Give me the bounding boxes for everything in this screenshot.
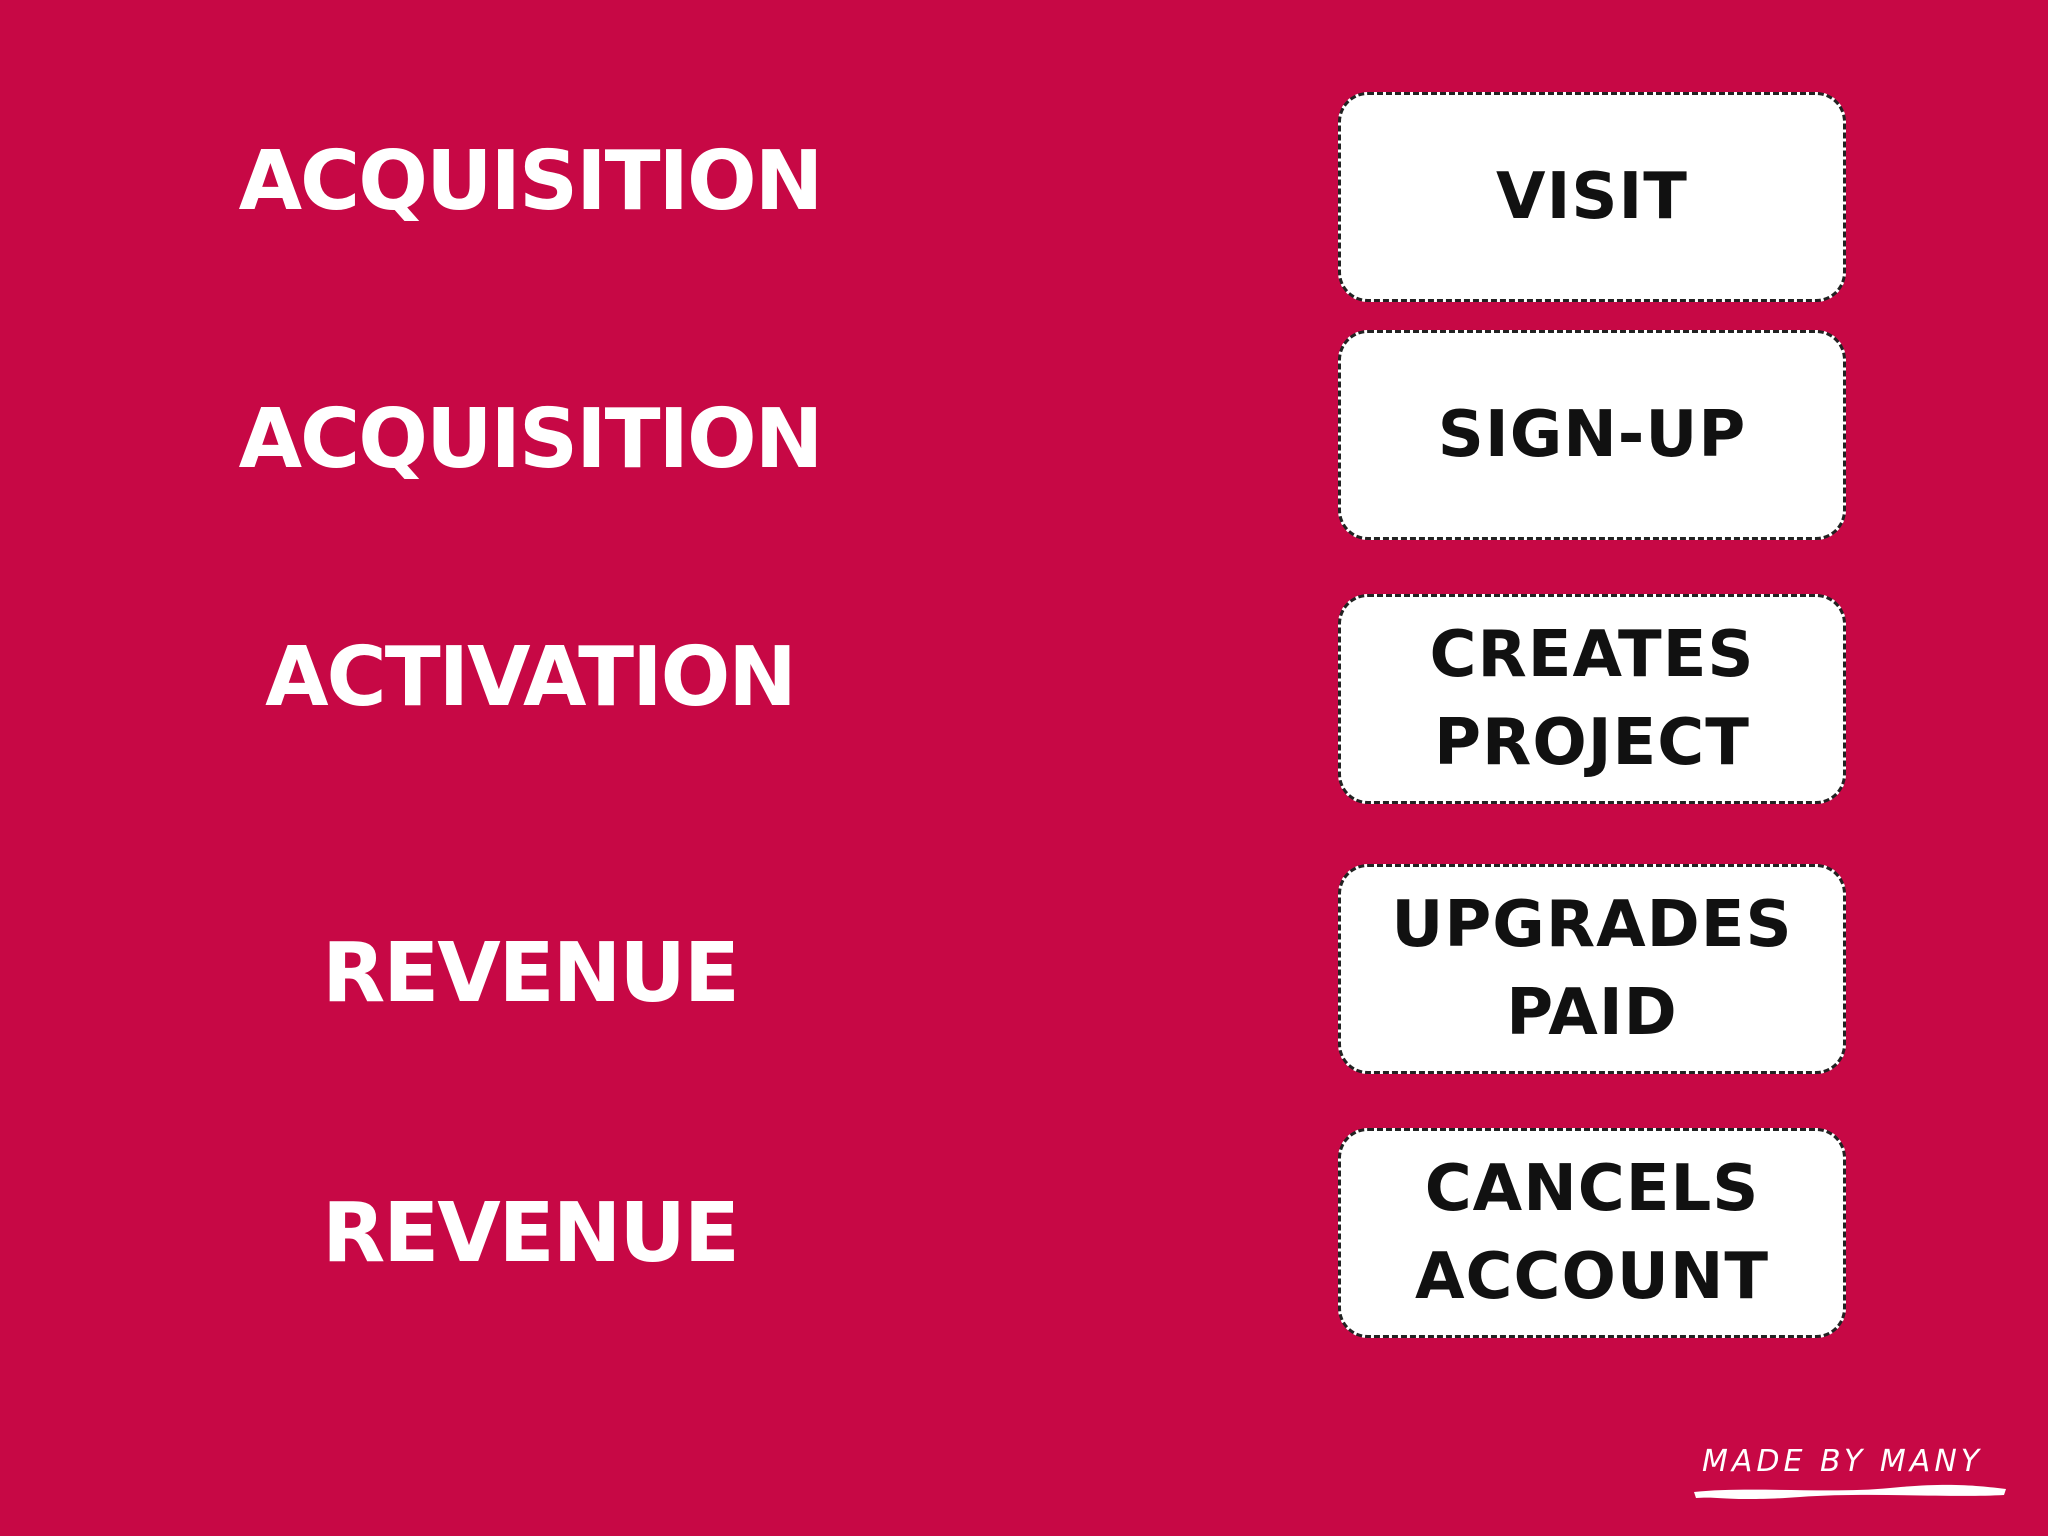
stage-label-revenue: REVENUE: [322, 926, 740, 1021]
logo-text: MADE BY MANY: [1702, 1444, 1984, 1479]
event-box-upgrades-paid: UPGRADES PAID: [1338, 864, 1846, 1074]
event-box-cancels-account: CANCELS ACCOUNT: [1338, 1128, 1846, 1338]
event-box-sign-up: SIGN-UP: [1338, 330, 1846, 540]
logo-underline-stroke: [1694, 1484, 2006, 1500]
stage-label-revenue: REVENUE: [322, 1186, 740, 1281]
event-label-upgrades-paid: UPGRADES PAID: [1391, 888, 1793, 1050]
event-label-sign-up: SIGN-UP: [1437, 398, 1747, 472]
event-label-creates-project: CREATES PROJECT: [1429, 618, 1755, 780]
stage-label-acquisition: ACQUISITION: [238, 392, 824, 487]
event-box-creates-project: CREATES PROJECT: [1338, 594, 1846, 804]
event-box-visit: VISIT: [1338, 92, 1846, 302]
made-by-many-logo: MADE BY MANY: [1690, 1436, 2010, 1506]
stage-label-acquisition: ACQUISITION: [238, 134, 824, 229]
event-label-visit: VISIT: [1496, 160, 1688, 234]
stage-label-activation: ACTIVATION: [265, 630, 797, 725]
event-label-cancels-account: CANCELS ACCOUNT: [1414, 1152, 1770, 1314]
